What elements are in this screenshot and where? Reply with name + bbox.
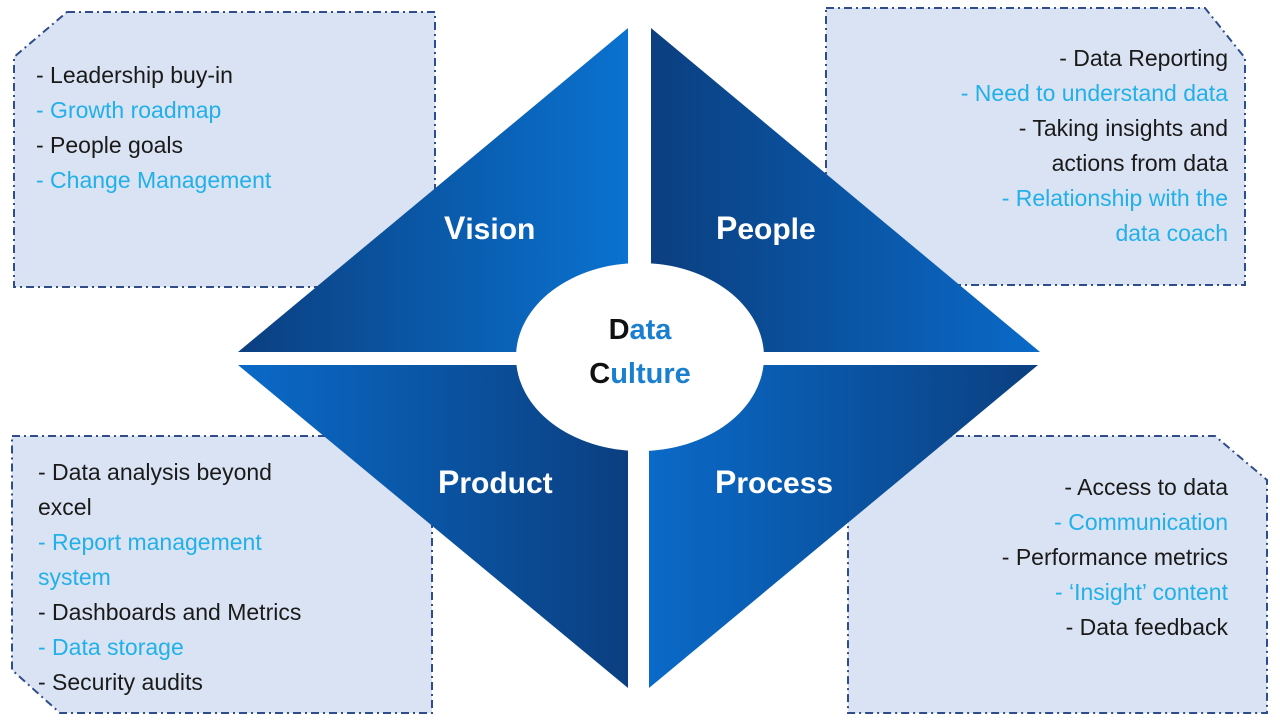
people-item: - Taking insights and (1018, 115, 1228, 141)
center-title-rest: ulture (610, 358, 691, 390)
product-box-text: - Data analysis beyond excel - Report ma… (38, 455, 301, 700)
process-box (847, 435, 1268, 714)
product-item: - Report management (38, 529, 262, 555)
people-label: People (716, 210, 816, 247)
product-item: system (38, 564, 111, 590)
center-title-initial-d: D (608, 314, 630, 346)
center-circle (516, 263, 764, 451)
product-item: - Security audits (38, 669, 203, 695)
product-label-rest: roduct (459, 467, 553, 500)
vision-box-text: - Leadership buy-in - Growth roadmap - P… (36, 58, 271, 198)
process-label-initial: P (715, 464, 737, 500)
product-label-initial: P (438, 464, 460, 500)
product-item: - Dashboards and Metrics (38, 599, 302, 625)
process-box-text: - Access to data - Communication - Perfo… (1002, 470, 1228, 645)
process-item: - Communication (1054, 509, 1228, 535)
vision-label-initial: V (444, 210, 466, 246)
people-label-rest: eople (737, 213, 816, 246)
vision-label: Vision (444, 210, 535, 247)
people-triangle[interactable] (651, 28, 1040, 352)
vision-box (13, 11, 436, 288)
process-item: - Performance metrics (1001, 544, 1228, 570)
center-title-initial-c: C (589, 358, 611, 390)
product-label: Product (438, 464, 553, 501)
vision-item: - Leadership buy-in (36, 62, 233, 88)
people-item: actions from data (1051, 150, 1228, 176)
center-title-line2: Culture (540, 358, 740, 391)
product-triangle[interactable] (238, 365, 628, 688)
people-item: data coach (1115, 220, 1228, 246)
people-item: - Need to understand data (960, 80, 1228, 106)
process-item: - Data feedback (1065, 614, 1228, 640)
center-title-rest: ata (629, 314, 672, 346)
product-item: - Data storage (38, 634, 184, 660)
process-triangle[interactable] (649, 365, 1038, 688)
process-item: - ‘Insight’ content (1054, 579, 1228, 605)
center-title-line1: Data (540, 314, 740, 347)
people-label-initial: P (716, 210, 738, 246)
product-item: - Data analysis beyond (38, 459, 272, 485)
people-item: - Relationship with the (1001, 185, 1228, 211)
vision-triangle[interactable] (238, 28, 628, 352)
people-item: - Data Reporting (1059, 45, 1228, 71)
vision-item: - Change Management (36, 167, 272, 193)
vision-item: - Growth roadmap (36, 97, 222, 123)
process-label: Process (715, 464, 833, 501)
people-box-text: - Data Reporting - Need to understand da… (961, 41, 1228, 251)
vision-label-rest: ision (465, 213, 536, 246)
vision-item: - People goals (36, 132, 184, 158)
process-item: - Access to data (1064, 474, 1228, 500)
product-item: excel (38, 494, 92, 520)
process-label-rest: rocess (736, 467, 834, 500)
